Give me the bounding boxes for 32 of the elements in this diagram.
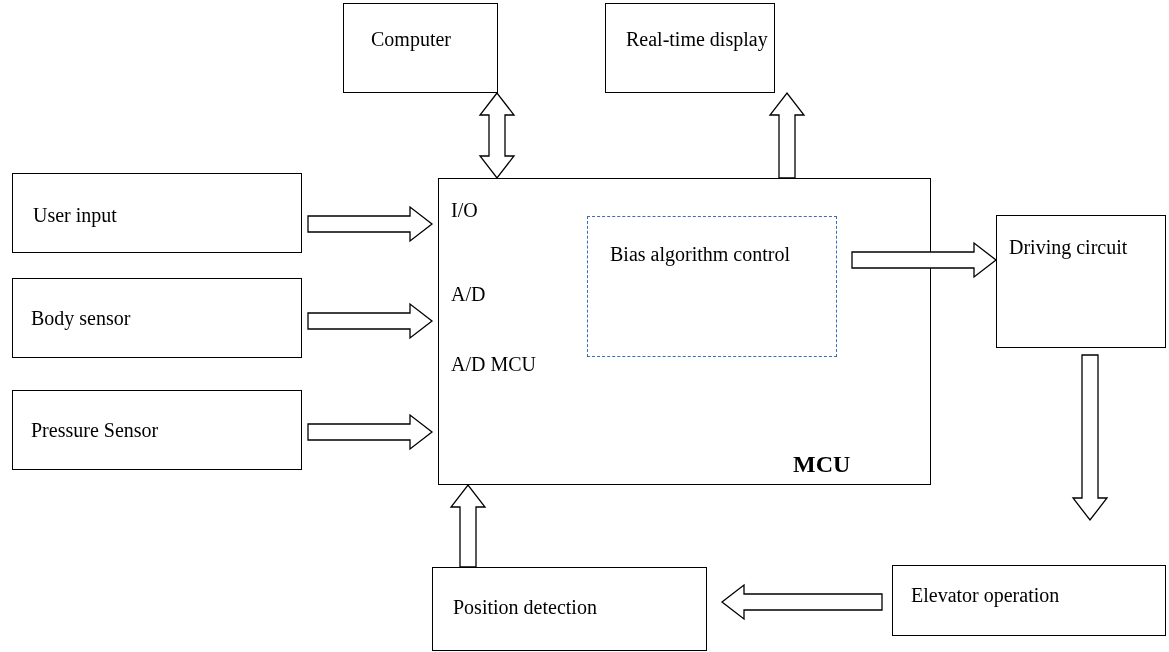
block-label: Driving circuit	[1009, 235, 1129, 260]
block-label: Bias algorithm control	[610, 242, 791, 267]
block-label: I/O	[451, 198, 478, 223]
block-box	[12, 278, 302, 358]
block-arrow	[478, 91, 516, 179]
block-label: Position detection	[453, 595, 597, 620]
block-arrow	[768, 92, 806, 179]
block-arrow	[307, 413, 433, 451]
block-label: Real-time display	[626, 27, 768, 52]
block-label: Computer	[371, 27, 451, 52]
block-arrow	[307, 205, 433, 243]
block-label: Body sensor	[31, 306, 131, 331]
block-box	[892, 565, 1166, 636]
block-label: Pressure Sensor	[31, 418, 159, 443]
block-arrow	[307, 302, 433, 340]
block-arrow	[1071, 354, 1109, 521]
block-arrow	[721, 583, 883, 621]
block-label: User input	[33, 203, 117, 228]
block-label: Elevator operation	[911, 583, 1060, 608]
block-box	[12, 390, 302, 470]
block-box	[438, 178, 931, 485]
block-box	[12, 173, 302, 253]
block-box	[996, 215, 1166, 348]
dashed-group-box	[587, 216, 837, 357]
block-label: A/D MCU	[451, 352, 536, 377]
block-arrow	[851, 241, 997, 279]
block-label: A/D	[451, 282, 486, 307]
block-box	[605, 3, 775, 93]
block-arrow	[449, 484, 487, 568]
block-box	[432, 567, 707, 651]
block-box	[343, 3, 498, 93]
block-title: MCU	[793, 450, 851, 479]
